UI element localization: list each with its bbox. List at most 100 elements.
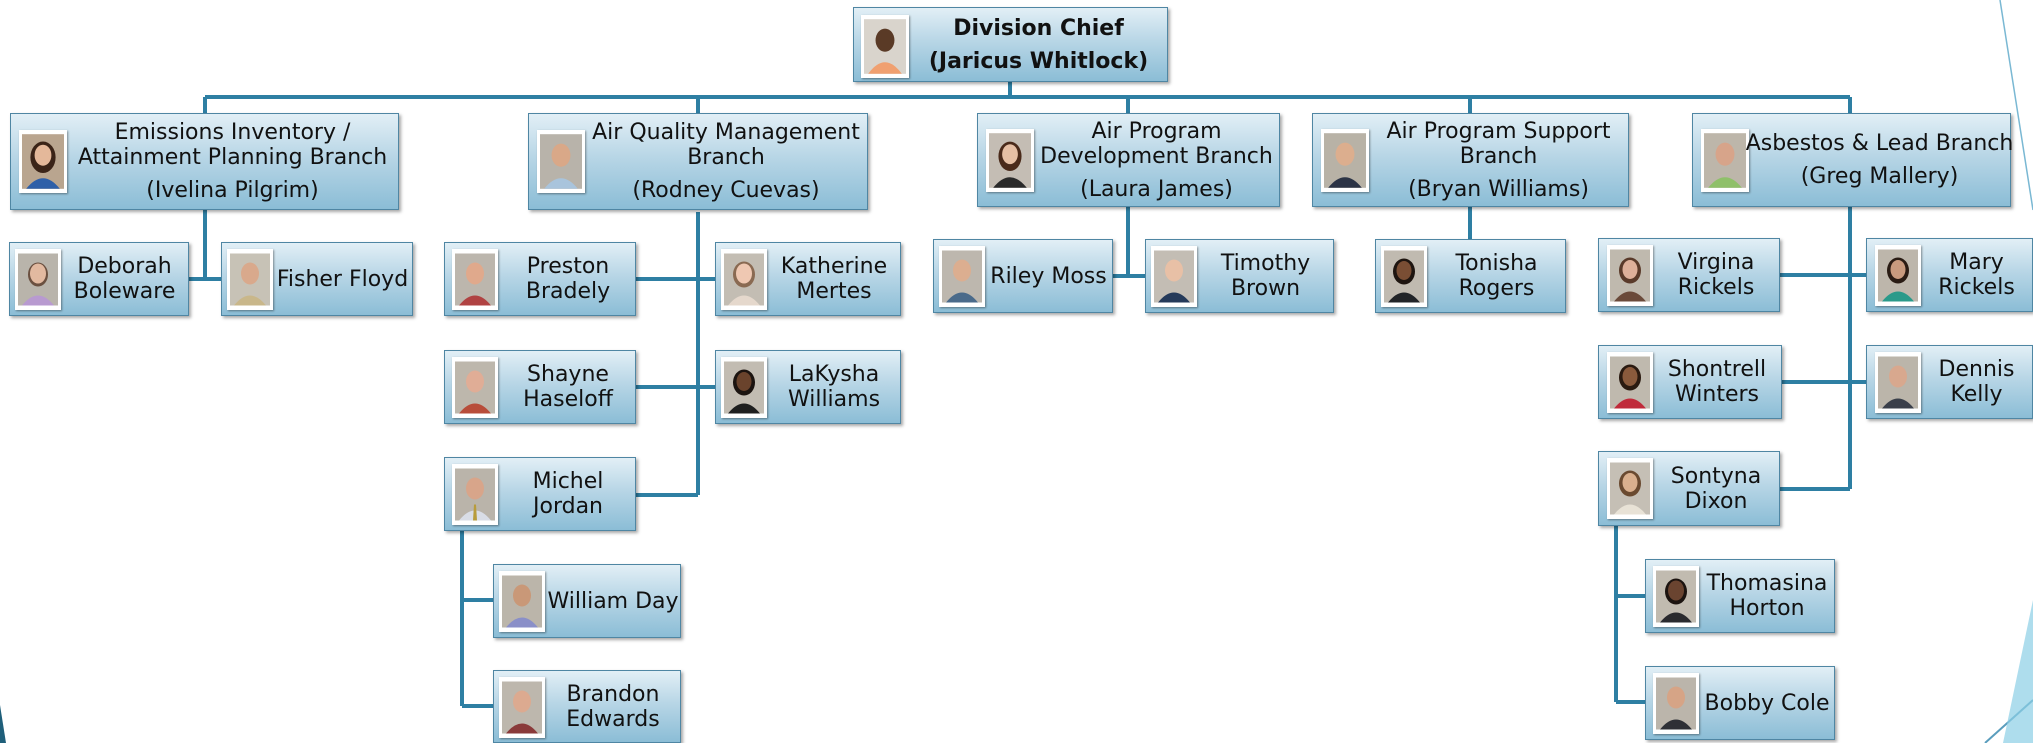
thomasina-horton-photo xyxy=(1653,566,1699,627)
staff-first-name: Brandon xyxy=(566,681,660,707)
tonisha-rogers-photo xyxy=(1381,246,1427,307)
staff-last-name: Jordan xyxy=(533,494,603,519)
staff-first-name: Shontrell xyxy=(1667,357,1767,382)
lakysha-williams-photo xyxy=(721,357,767,418)
apd-branch-name-line1: Air Program xyxy=(1091,118,1222,144)
staff-first-name: Virgina xyxy=(1677,250,1755,275)
preston-bradely-photo xyxy=(452,249,498,310)
staff-last-name: Rickels xyxy=(1677,275,1755,300)
staff-last-name: Edwards xyxy=(566,706,660,732)
air-quality-management-branch-box[interactable]: Air Quality Management Branch (Rodney Cu… xyxy=(528,113,868,210)
staff-last-name: Brown xyxy=(1230,276,1301,301)
virgina-rickels-photo xyxy=(1607,245,1653,306)
staff-last-name: Kelly xyxy=(1950,382,2003,407)
air-program-support-branch-box[interactable]: Air Program Support Branch (Bryan Willia… xyxy=(1312,113,1629,207)
apd-branch-head: (Laura James) xyxy=(1080,176,1233,202)
asbestos-branch-name-line1: Asbestos & Lead Branch xyxy=(1745,131,2014,156)
sontyna-dixon-photo xyxy=(1607,458,1653,519)
staff-last-name: Haseloff xyxy=(523,387,613,412)
division-chief-photo xyxy=(861,15,909,78)
staff-box-katherine-mertes[interactable]: Katherine Mertes xyxy=(715,242,901,316)
staff-last-name: Rickels xyxy=(1938,275,2015,300)
division-chief-title: Division Chief xyxy=(953,15,1124,41)
staff-box-deborah-boleware[interactable]: Deborah Boleware xyxy=(9,242,189,316)
mary-rickels-photo xyxy=(1875,245,1921,306)
emissions-inventory-branch-box[interactable]: Emissions Inventory / Attainment Plannin… xyxy=(10,113,399,210)
staff-last-name: Bradely xyxy=(525,279,611,304)
william-day-photo xyxy=(499,571,545,632)
staff-box-brandon-edwards[interactable]: Brandon Edwards xyxy=(493,670,681,743)
staff-first-name: Deborah xyxy=(77,254,172,279)
staff-box-virgina-rickels[interactable]: Virgina Rickels xyxy=(1598,238,1780,312)
emissions-branch-head: (Ivelina Pilgrim) xyxy=(146,178,319,203)
division-chief-name: (Jaricus Whitlock) xyxy=(928,48,1149,74)
staff-first-name: Shayne xyxy=(527,362,609,387)
michel-jordan-photo xyxy=(452,464,498,525)
staff-first-name: Timothy xyxy=(1220,251,1311,276)
aps-branch-name-line1: Air Program Support xyxy=(1386,118,1611,144)
staff-box-preston-bradely[interactable]: Preston Bradely xyxy=(444,242,636,316)
staff-first-name: LaKysha xyxy=(788,362,880,387)
aqm-branch-name-line1: Air Quality Management xyxy=(592,120,860,145)
riley-moss-photo xyxy=(939,246,985,307)
staff-first-name: Michel xyxy=(532,469,604,494)
greg-mallery-photo xyxy=(1701,129,1749,192)
aps-branch-name-line2: Branch xyxy=(1459,143,1538,169)
staff-last-name: Rogers xyxy=(1458,276,1535,301)
staff-last-name: Mertes xyxy=(796,279,872,304)
staff-box-michel-jordan[interactable]: Michel Jordan xyxy=(444,457,636,531)
staff-full-name: Bobby Cole xyxy=(1704,690,1830,716)
asbestos-branch-head: (Greg Mallery) xyxy=(1800,164,1959,189)
staff-full-name: William Day xyxy=(547,588,679,614)
ivelina-pilgrim-photo xyxy=(19,130,67,193)
staff-first-name: Katherine xyxy=(780,254,888,279)
katherine-mertes-photo xyxy=(721,249,767,310)
staff-first-name: Thomasina xyxy=(1706,571,1828,596)
dennis-kelly-photo xyxy=(1875,352,1921,413)
timothy-brown-photo xyxy=(1151,246,1197,307)
staff-box-shayne-haseloff[interactable]: Shayne Haseloff xyxy=(444,350,636,424)
staff-last-name: Williams xyxy=(787,387,881,412)
staff-box-riley-moss[interactable]: Riley Moss xyxy=(933,239,1113,313)
staff-box-shontrell-winters[interactable]: Shontrell Winters xyxy=(1598,345,1782,419)
apd-branch-name-line2: Development Branch xyxy=(1040,143,1273,169)
staff-first-name: Preston xyxy=(526,254,610,279)
emissions-branch-name-line1: Emissions Inventory / xyxy=(114,120,351,145)
fisher-floyd-photo xyxy=(227,249,273,310)
staff-box-tonisha-rogers[interactable]: Tonisha Rogers xyxy=(1375,239,1566,313)
staff-last-name: Horton xyxy=(1729,596,1805,621)
staff-box-mary-rickels[interactable]: Mary Rickels xyxy=(1866,238,2033,312)
shontrell-winters-photo xyxy=(1607,352,1653,413)
staff-full-name: Riley Moss xyxy=(990,263,1107,289)
staff-box-thomasina-horton[interactable]: Thomasina Horton xyxy=(1645,559,1835,633)
staff-box-lakysha-williams[interactable]: LaKysha Williams xyxy=(715,350,901,424)
staff-first-name: Mary xyxy=(1949,250,2004,275)
staff-box-fisher-floyd[interactable]: Fisher Floyd xyxy=(221,242,413,316)
asbestos-lead-branch-box[interactable]: Asbestos & Lead Branch (Greg Mallery) xyxy=(1692,113,2014,207)
air-program-development-branch-box[interactable]: Air Program Development Branch (Laura Ja… xyxy=(977,113,1280,207)
staff-box-dennis-kelly[interactable]: Dennis Kelly xyxy=(1866,345,2033,419)
staff-last-name: Boleware xyxy=(73,279,176,304)
aqm-branch-head: (Rodney Cuevas) xyxy=(632,178,820,203)
deborah-boleware-photo xyxy=(15,249,61,310)
aps-branch-head: (Bryan Williams) xyxy=(1408,176,1589,202)
emissions-branch-name-line2: Attainment Planning Branch xyxy=(77,145,388,170)
division-chief-box[interactable]: Division Chief (Jaricus Whitlock) xyxy=(853,7,1168,82)
staff-first-name: Dennis xyxy=(1938,357,2015,382)
bobby-cole-photo xyxy=(1653,673,1699,734)
staff-full-name: Fisher Floyd xyxy=(276,266,409,292)
staff-box-bobby-cole[interactable]: Bobby Cole xyxy=(1645,666,1835,740)
staff-box-timothy-brown[interactable]: Timothy Brown xyxy=(1145,239,1334,313)
aqm-branch-name-line2: Branch xyxy=(687,145,765,170)
rodney-cuevas-photo xyxy=(537,130,585,193)
staff-last-name: Dixon xyxy=(1684,488,1748,514)
shayne-haseloff-photo xyxy=(452,357,498,418)
brandon-edwards-photo xyxy=(499,677,545,738)
staff-box-william-day[interactable]: William Day xyxy=(493,564,681,638)
staff-first-name: Tonisha xyxy=(1455,251,1538,276)
bryan-williams-photo xyxy=(1321,129,1369,192)
laura-james-photo xyxy=(986,129,1034,192)
staff-box-sontyna-dixon[interactable]: Sontyna Dixon xyxy=(1598,451,1780,526)
